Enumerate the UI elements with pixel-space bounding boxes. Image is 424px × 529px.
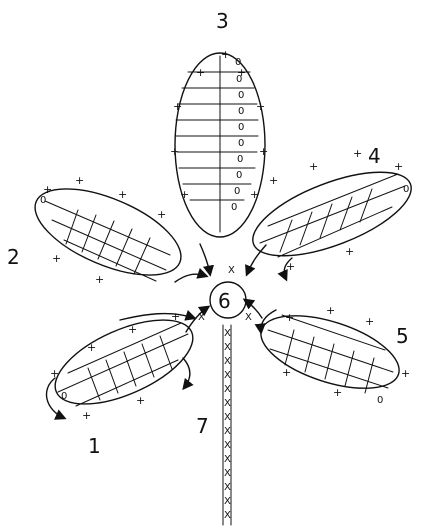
svg-text:X: X (224, 398, 231, 409)
petal-3 (175, 53, 265, 237)
stem (223, 325, 231, 525)
svg-text:+: + (196, 66, 205, 79)
svg-text:X: X (224, 496, 231, 507)
svg-text:0: 0 (377, 395, 383, 406)
svg-text:+: + (173, 100, 182, 113)
svg-text:+: + (256, 100, 265, 113)
svg-text:X: X (224, 468, 231, 479)
svg-text:+: + (282, 366, 291, 379)
svg-text:+: + (75, 174, 84, 187)
label-center: 6 (218, 289, 231, 313)
svg-text:0: 0 (238, 106, 244, 117)
svg-text:X: X (224, 454, 231, 465)
label-stem: 7 (196, 414, 209, 438)
svg-text:+: + (82, 409, 91, 422)
svg-text:0: 0 (238, 122, 244, 133)
svg-text:+: + (345, 245, 354, 258)
svg-text:+: + (394, 160, 403, 173)
svg-text:X: X (224, 482, 231, 493)
svg-text:+: + (87, 341, 96, 354)
svg-text:+: + (326, 304, 335, 317)
svg-text:0: 0 (236, 170, 242, 181)
arrow-petal-1-top (120, 314, 194, 320)
arrow-petal-1-right (183, 358, 190, 388)
svg-text:+: + (128, 323, 137, 336)
svg-text:+: + (259, 145, 268, 158)
svg-text:+: + (285, 311, 294, 324)
svg-text:+: + (309, 160, 318, 173)
svg-text:+: + (180, 188, 189, 201)
svg-text:+: + (286, 260, 295, 273)
svg-text:+: + (136, 394, 145, 407)
label-petal-5: 5 (396, 324, 409, 348)
svg-text:X: X (198, 312, 205, 323)
svg-text:X: X (224, 426, 231, 437)
svg-text:X: X (224, 412, 231, 423)
svg-text:0: 0 (238, 138, 244, 149)
svg-text:0: 0 (238, 90, 244, 101)
svg-text:X: X (224, 510, 231, 521)
svg-text:X: X (228, 265, 235, 276)
svg-text:+: + (157, 208, 166, 221)
svg-text:+: + (250, 188, 259, 201)
svg-text:+: + (333, 386, 342, 399)
svg-text:+: + (401, 367, 410, 380)
svg-text:0: 0 (403, 184, 409, 195)
svg-text:+: + (171, 310, 180, 323)
svg-text:X: X (245, 312, 252, 323)
svg-text:X: X (224, 440, 231, 451)
svg-text:0: 0 (231, 202, 237, 213)
svg-text:+: + (50, 367, 59, 380)
label-petal-3: 3 (216, 9, 229, 33)
arrow-3-to-center (200, 244, 210, 274)
svg-text:X: X (224, 384, 231, 395)
svg-text:+: + (269, 174, 278, 187)
svg-text:0: 0 (235, 57, 241, 68)
svg-text:+: + (52, 252, 61, 265)
svg-text:+: + (118, 188, 127, 201)
label-petal-1: 1 (88, 434, 101, 458)
svg-text:X: X (224, 370, 231, 381)
label-petal-2: 2 (7, 245, 20, 269)
svg-text:0: 0 (40, 195, 46, 206)
svg-text:0: 0 (236, 74, 242, 85)
svg-text:+: + (221, 48, 230, 61)
svg-text:X: X (224, 328, 231, 339)
arrow-2-to-center (175, 274, 206, 282)
svg-text:X: X (224, 342, 231, 353)
svg-text:+: + (170, 145, 179, 158)
petal-1 (43, 303, 204, 422)
svg-text:X: X (224, 356, 231, 367)
svg-text:+: + (365, 315, 374, 328)
svg-text:0: 0 (234, 186, 240, 197)
svg-text:+: + (353, 147, 362, 160)
label-petal-4: 4 (368, 144, 381, 168)
svg-text:0: 0 (237, 154, 243, 165)
svg-text:0: 0 (61, 391, 67, 402)
svg-text:+: + (95, 273, 104, 286)
